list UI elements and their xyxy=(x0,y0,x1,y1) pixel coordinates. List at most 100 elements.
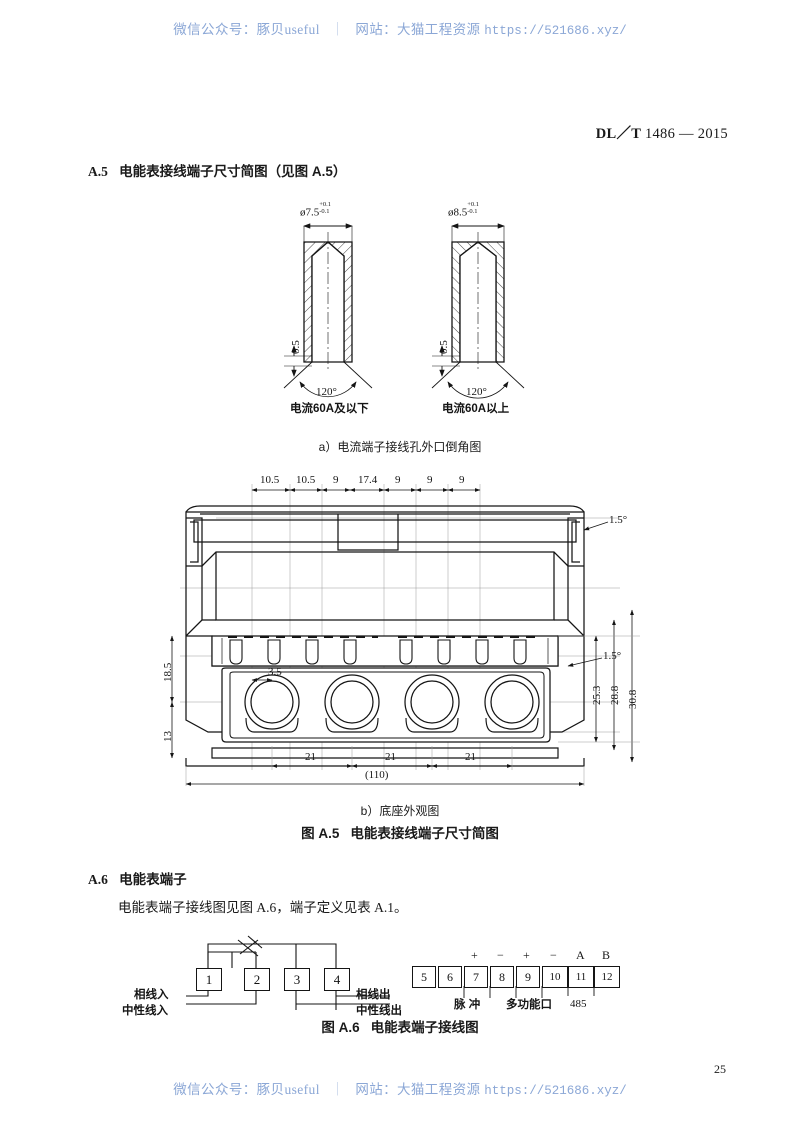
polarity-10: − xyxy=(550,948,557,962)
figure-a6-caption: 图 A.6 电能表端子接线图 xyxy=(0,1016,800,1036)
page-number: 25 xyxy=(714,1062,726,1076)
figure-a5-label: 图 A.5 xyxy=(301,826,340,841)
base-outline-figure: 10.5 10.5 9 17.4 9 9 9 21 21 21 (110) 18… xyxy=(150,470,670,790)
chamfer-right-depth: 0.5 xyxy=(438,340,450,354)
terminal-box-12[interactable]: 12 xyxy=(594,966,620,988)
diameter-value: ø8.5 xyxy=(448,206,468,219)
terminal-box-6[interactable]: 6 xyxy=(438,966,462,988)
terminal-box-3[interactable]: 3 xyxy=(284,968,310,991)
main-circuit-lines xyxy=(207,935,337,968)
bottom-dim-2: 21 xyxy=(385,751,396,763)
chamfer-right-caption: 电流60A以上 xyxy=(442,403,510,415)
tolerance-stack: +0.1-0.1 xyxy=(319,201,332,216)
section-heading-a5: A.5 电能表接线端子尺寸简图（见图 A.5） xyxy=(88,160,346,180)
aux-leader-lines xyxy=(463,986,595,998)
section-heading-a6: A.6 电能表端子 xyxy=(88,868,187,888)
label-neutral-in: 中性线入 xyxy=(122,1005,168,1017)
chamfer-right-part xyxy=(431,223,525,399)
section-a6-paragraph: 电能表端子接线图见图 A.6，端子定义见表 A.1。 xyxy=(118,900,408,915)
right-dim-3: 30.8 xyxy=(627,689,639,709)
watermark-url: https://521686.xyz/ xyxy=(484,24,627,38)
label-neutral-out: 中性线出 xyxy=(356,1005,402,1017)
label-phase-out: 相线出 xyxy=(356,989,391,1001)
top-dim-3: 9 xyxy=(333,474,339,486)
terminal-box-5[interactable]: 5 xyxy=(412,966,436,988)
polarity-8: − xyxy=(497,948,504,962)
section-title-a5: 电能表接线端子尺寸简图（见图 A.5） xyxy=(119,164,347,179)
tolerance-upper: +0.1 xyxy=(467,201,480,208)
right-dim-1: 25.3 xyxy=(591,685,603,705)
figure-a5-caption: 图 A.5 电能表接线端子尺寸简图 xyxy=(0,822,800,842)
chamfer-left-depth: 0.5 xyxy=(290,340,302,354)
chamfer-right-diameter: ø8.5+0.1-0.1 xyxy=(448,201,480,219)
tolerance-upper: +0.1 xyxy=(319,201,332,208)
base-body-outline xyxy=(185,505,585,733)
watermark-prefix: 微信公众号：豚贝useful xyxy=(173,1082,320,1097)
top-dim-5: 9 xyxy=(395,474,401,486)
top-dim-6: 9 xyxy=(427,474,433,486)
inner-dim-label: 3.5 xyxy=(268,666,282,678)
overall-width-dimension xyxy=(185,766,585,786)
watermark-separator: ｜ xyxy=(330,1082,345,1097)
chamfer-left-part xyxy=(283,223,373,398)
bottom-dim-3: 21 xyxy=(465,751,476,763)
terminal-box-7[interactable]: 7 xyxy=(464,966,488,988)
watermark-site: 网站：大猫工程资源 xyxy=(355,1082,481,1097)
terminal-box-8[interactable]: 8 xyxy=(490,966,514,988)
figure-a6-label: 图 A.6 xyxy=(321,1020,360,1035)
section-number-a5: A.5 xyxy=(88,164,108,179)
chamfer-left-diameter: ø7.5+0.1-0.1 xyxy=(300,201,332,219)
overall-width-label: (110) xyxy=(365,769,389,781)
tolerance-lower: -0.1 xyxy=(467,207,478,215)
terminal-box-1[interactable]: 1 xyxy=(196,968,222,991)
right-dim-2: 28.8 xyxy=(609,685,621,705)
group-label-485: 485 xyxy=(570,998,587,1010)
bottom-dimension-chain xyxy=(271,746,513,770)
polarity-12: B xyxy=(602,948,611,962)
standard-number: 1486 — 2015 xyxy=(644,126,728,142)
section-title-a6: 电能表端子 xyxy=(119,872,187,887)
top-dim-1: 10.5 xyxy=(260,474,280,486)
label-phase-in: 相线入 xyxy=(134,989,169,1001)
left-dim-1: 18.5 xyxy=(162,662,174,682)
standard-code: DL／T xyxy=(595,126,641,142)
running-head: DL／T 1486 — 2015 xyxy=(596,122,728,143)
angle-label-2: 1.5° xyxy=(603,650,622,662)
terminal-box-4[interactable]: 4 xyxy=(324,968,350,991)
chamfer-left-caption: 电流60A及以下 xyxy=(290,403,369,415)
watermark-url: https://521686.xyz/ xyxy=(484,1084,627,1098)
right-dimension-chain xyxy=(558,609,640,763)
top-dim-2: 10.5 xyxy=(296,474,316,486)
angle-label-1: 1.5° xyxy=(609,514,628,526)
section-number-a6: A.6 xyxy=(88,872,108,887)
terminal-slot-strip xyxy=(211,635,559,667)
tolerance-stack: +0.1-0.1 xyxy=(467,201,480,216)
figure-a6-title: 电能表端子接线图 xyxy=(370,1020,479,1035)
group-label-multiport: 多功能口 xyxy=(506,999,552,1011)
angle-leaders xyxy=(567,521,609,667)
watermark-prefix: 微信公众号：豚贝useful xyxy=(173,22,320,37)
polarity-11: A xyxy=(576,948,585,962)
terminal-box-2[interactable]: 2 xyxy=(244,968,270,991)
watermark-bottom: 微信公众号：豚贝useful ｜ 网站：大猫工程资源 https://52168… xyxy=(0,1078,800,1098)
terminal-bore-panel xyxy=(221,667,551,743)
terminal-holes xyxy=(244,674,540,733)
chamfer-figure-group: ø7.5+0.1-0.1 0.5 120° 电流60A及以下 ø8.5+0.1-… xyxy=(282,196,544,415)
terminal-box-11[interactable]: 11 xyxy=(568,966,594,988)
polarity-7: + xyxy=(471,948,478,962)
top-dim-7: 9 xyxy=(459,474,465,486)
top-dim-4: 17.4 xyxy=(358,474,378,486)
watermark-site: 网站：大猫工程资源 xyxy=(355,22,481,37)
watermark-separator: ｜ xyxy=(330,22,345,37)
chamfer-right-angle: 120° xyxy=(466,386,487,398)
figure-a5-title: 电能表接线端子尺寸简图 xyxy=(350,826,499,841)
watermark-top: 微信公众号：豚贝useful ｜ 网站：大猫工程资源 https://52168… xyxy=(0,18,800,38)
bottom-dim-1: 21 xyxy=(305,751,316,763)
terminal-box-9[interactable]: 9 xyxy=(516,966,540,988)
wiring-diagram: 1 2 3 4 相线入 中性线入 相线出 中性线出 5 6 7 8 9 10 1… xyxy=(122,930,636,1017)
figure-a5a-caption: a）电流端子接线孔外口倒角图 xyxy=(318,440,482,454)
terminal-box-10[interactable]: 10 xyxy=(542,966,568,988)
tolerance-lower: -0.1 xyxy=(319,207,330,215)
figure-a5b-caption: b）底座外观图 xyxy=(360,804,440,818)
